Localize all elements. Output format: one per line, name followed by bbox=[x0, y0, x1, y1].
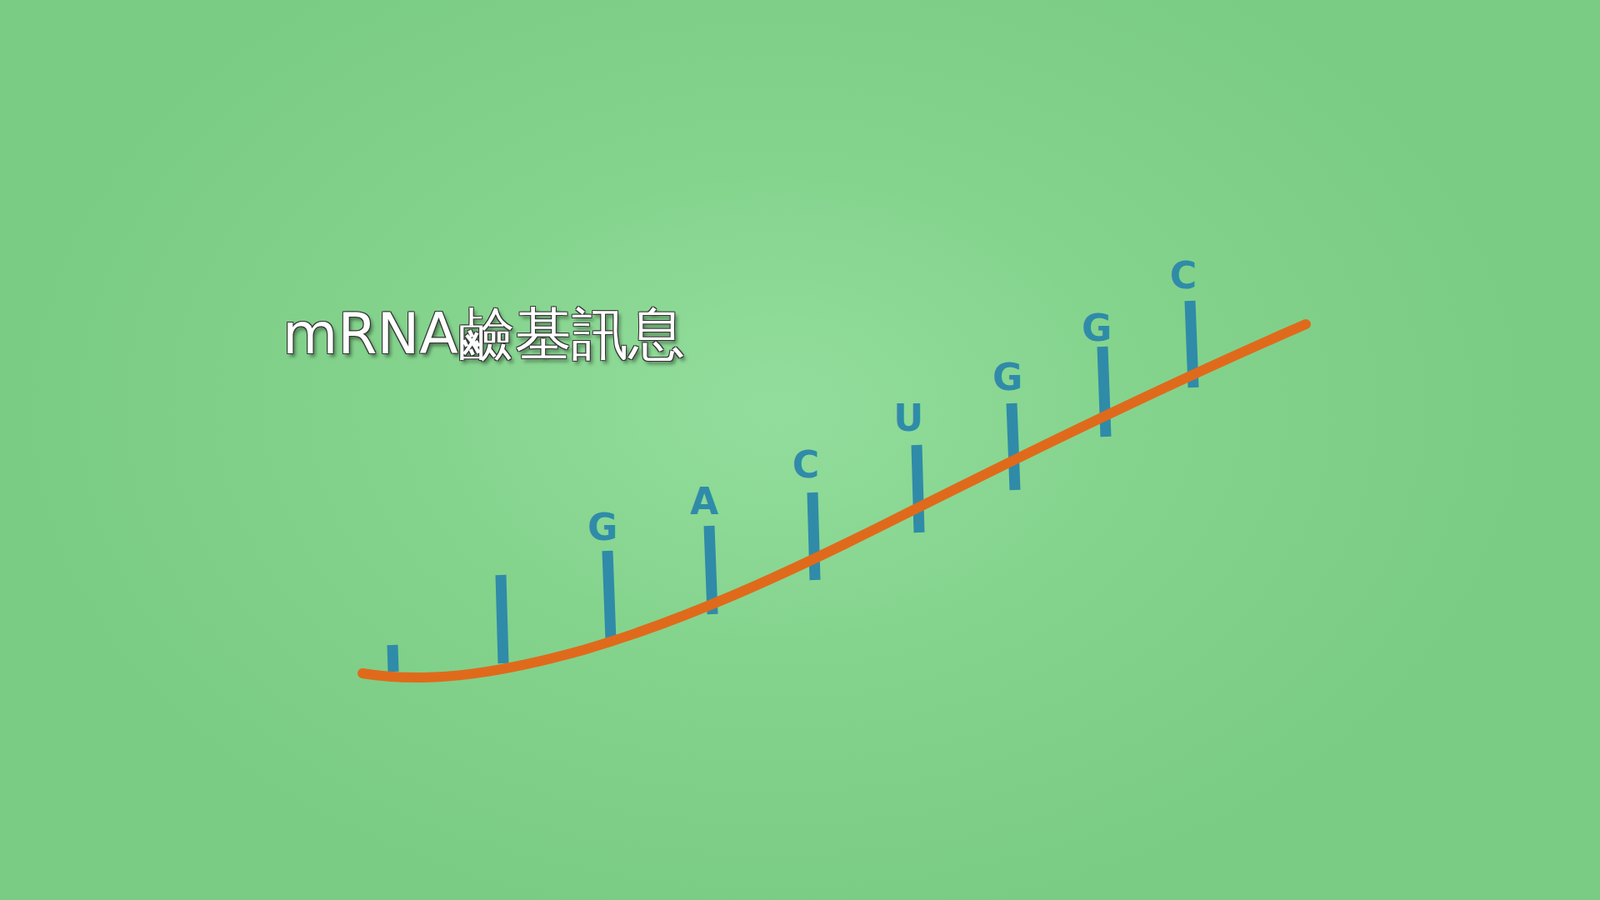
base-letter: G bbox=[587, 509, 618, 546]
base-bar bbox=[500, 575, 504, 664]
base-letter: G bbox=[1081, 310, 1112, 347]
base-letter: G bbox=[992, 359, 1023, 396]
base-bar bbox=[916, 445, 920, 533]
base-letter: C bbox=[792, 446, 820, 484]
base-letter: U bbox=[893, 400, 924, 437]
base-bar bbox=[1011, 403, 1015, 490]
rna-backbone bbox=[362, 324, 1306, 678]
diagram-title: mRNA鹼基訊息 bbox=[282, 296, 685, 373]
base-bar bbox=[812, 492, 815, 580]
base-bar bbox=[607, 550, 611, 641]
base-bar bbox=[392, 645, 394, 672]
base-letter: C bbox=[1170, 257, 1197, 295]
base-letter: A bbox=[690, 483, 719, 520]
base-bar bbox=[1102, 346, 1106, 437]
